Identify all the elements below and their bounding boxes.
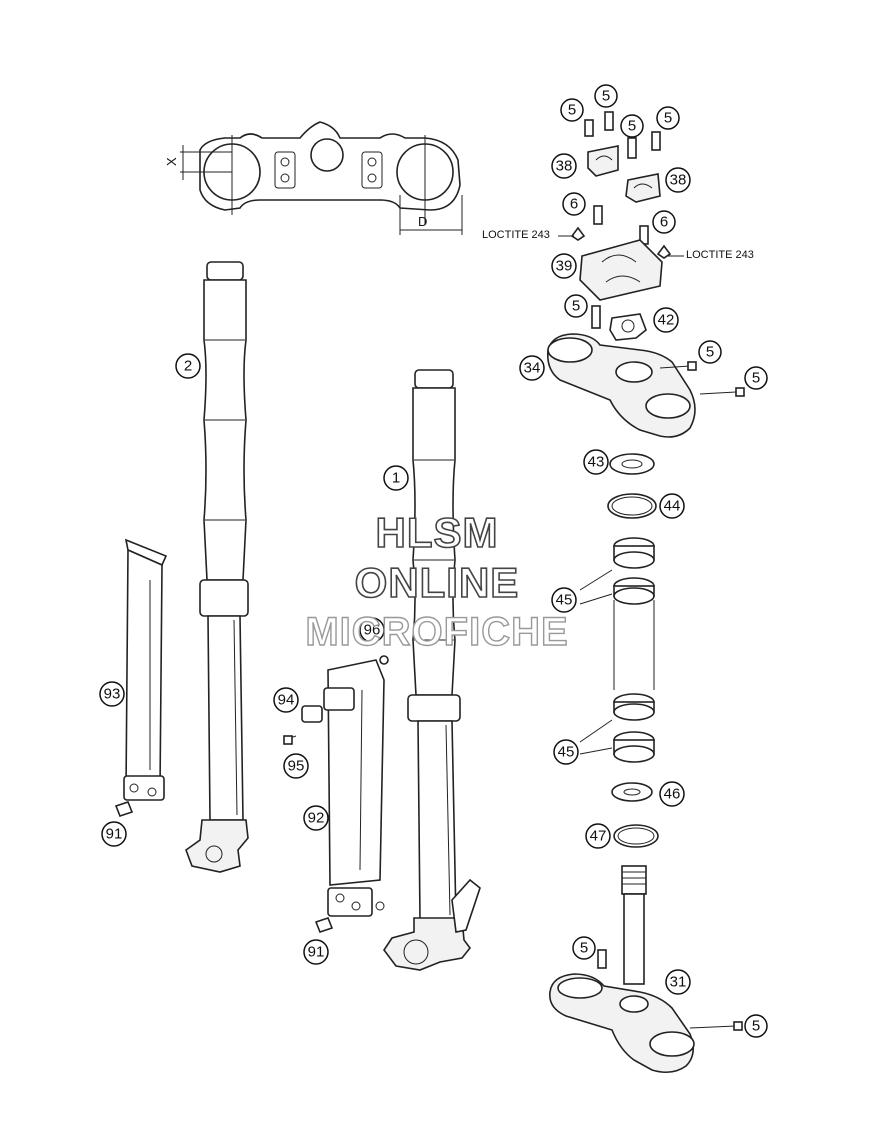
callout-34: 34 xyxy=(519,355,545,381)
steering-tube-outline xyxy=(613,600,655,690)
bolts-top xyxy=(584,111,661,159)
o-ring-47 xyxy=(613,824,659,848)
svg-text:47: 47 xyxy=(590,828,607,845)
callout-92: 92 xyxy=(303,805,329,831)
svg-text:31: 31 xyxy=(670,974,687,991)
handlebar-clamp-38-left xyxy=(587,145,619,177)
svg-text:5: 5 xyxy=(580,940,588,957)
callout-43: 43 xyxy=(583,449,609,475)
fork-guard-left-93 xyxy=(123,538,168,801)
callout-5-c: 5 xyxy=(620,114,644,138)
callout-5-f: 5 xyxy=(698,340,722,364)
callout-94: 94 xyxy=(273,687,299,713)
svg-text:96: 96 xyxy=(364,622,381,639)
fork-leg-left xyxy=(185,261,249,873)
callout-46: 46 xyxy=(659,781,685,807)
svg-text:5: 5 xyxy=(628,118,636,135)
watermark-line-1: HLSM xyxy=(375,509,499,556)
lower-triple-clamp-31 xyxy=(549,865,743,1074)
handlebar-clamp-38-right xyxy=(625,173,661,203)
callout-6-a: 6 xyxy=(562,192,586,216)
callout-95: 95 xyxy=(283,753,309,779)
callout-91-left: 91 xyxy=(101,821,127,847)
svg-text:45: 45 xyxy=(556,592,573,609)
callout-96: 96 xyxy=(359,617,385,643)
loctite-label-left: LOCTITE 243 xyxy=(482,229,550,241)
watermark-line-2: ONLINE xyxy=(354,559,520,606)
bearing-45-upper xyxy=(579,537,655,605)
svg-text:92: 92 xyxy=(308,810,325,827)
callout-5-e: 5 xyxy=(564,294,588,318)
bolt-6-left xyxy=(570,205,603,241)
callout-93: 93 xyxy=(99,681,125,707)
callout-5-b: 5 xyxy=(594,84,618,108)
svg-text:5: 5 xyxy=(568,102,576,119)
svg-text:46: 46 xyxy=(664,786,681,803)
callout-5-d: 5 xyxy=(656,106,680,130)
svg-text:42: 42 xyxy=(658,312,675,329)
svg-text:5: 5 xyxy=(752,370,760,387)
svg-text:91: 91 xyxy=(106,826,123,843)
fork-leg-right xyxy=(383,369,481,971)
callout-2: 2 xyxy=(175,353,201,379)
loctite-label-right: LOCTITE 243 xyxy=(686,249,754,261)
callout-6-b: 6 xyxy=(652,210,676,234)
svg-text:95: 95 xyxy=(288,758,305,775)
screw-95 xyxy=(283,735,297,745)
svg-text:5: 5 xyxy=(602,88,610,105)
svg-text:45: 45 xyxy=(558,744,575,761)
bearing-45-lower xyxy=(579,693,655,763)
callout-45-upper: 45 xyxy=(551,587,577,613)
svg-text:91: 91 xyxy=(308,944,325,961)
callout-44: 44 xyxy=(659,493,685,519)
svg-text:6: 6 xyxy=(660,214,668,231)
callout-47: 47 xyxy=(585,823,611,849)
nut-96 xyxy=(379,655,389,665)
handlebar-clamp-base-39 xyxy=(579,239,663,301)
callout-39: 39 xyxy=(551,253,577,279)
svg-text:5: 5 xyxy=(572,298,580,315)
callout-5-i: 5 xyxy=(744,1014,768,1038)
callout-31: 31 xyxy=(665,969,691,995)
svg-text:2: 2 xyxy=(184,358,192,375)
svg-text:43: 43 xyxy=(588,454,605,471)
svg-text:39: 39 xyxy=(556,258,573,275)
callout-91-right: 91 xyxy=(303,939,329,965)
guard-bolt-91-left xyxy=(114,801,134,817)
callout-38-a: 38 xyxy=(551,153,577,179)
svg-text:5: 5 xyxy=(752,1018,760,1035)
guard-bolt-91-right xyxy=(314,917,334,933)
svg-text:38: 38 xyxy=(670,172,687,189)
o-ring-44 xyxy=(607,493,657,519)
clamp-94 xyxy=(301,705,323,723)
callout-5-h: 5 xyxy=(572,936,596,960)
bolt-6-right xyxy=(639,225,672,259)
svg-text:1: 1 xyxy=(392,470,400,487)
svg-text:34: 34 xyxy=(524,360,541,377)
watermark-line-3: MICROFICHE xyxy=(305,610,569,654)
dust-seal-43 xyxy=(609,453,655,475)
callout-42: 42 xyxy=(653,307,679,333)
callout-5-g: 5 xyxy=(744,366,768,390)
dimension-d-label: D xyxy=(418,214,427,229)
upper-triple-clamp-34 xyxy=(546,305,745,438)
svg-text:6: 6 xyxy=(570,196,578,213)
svg-text:44: 44 xyxy=(664,498,681,515)
fork-guard-right-92 xyxy=(323,659,385,917)
callout-1: 1 xyxy=(383,465,409,491)
dust-seal-46 xyxy=(611,782,653,802)
callout-38-b: 38 xyxy=(665,167,691,193)
svg-text:5: 5 xyxy=(664,110,672,127)
svg-text:94: 94 xyxy=(278,692,295,709)
callout-5-a: 5 xyxy=(560,98,584,122)
svg-text:93: 93 xyxy=(104,686,121,703)
svg-text:5: 5 xyxy=(706,344,714,361)
triple-clamp-top-view xyxy=(180,121,463,235)
svg-text:38: 38 xyxy=(556,158,573,175)
dimension-x-label: X xyxy=(164,157,179,166)
callout-45-lower: 45 xyxy=(553,739,579,765)
